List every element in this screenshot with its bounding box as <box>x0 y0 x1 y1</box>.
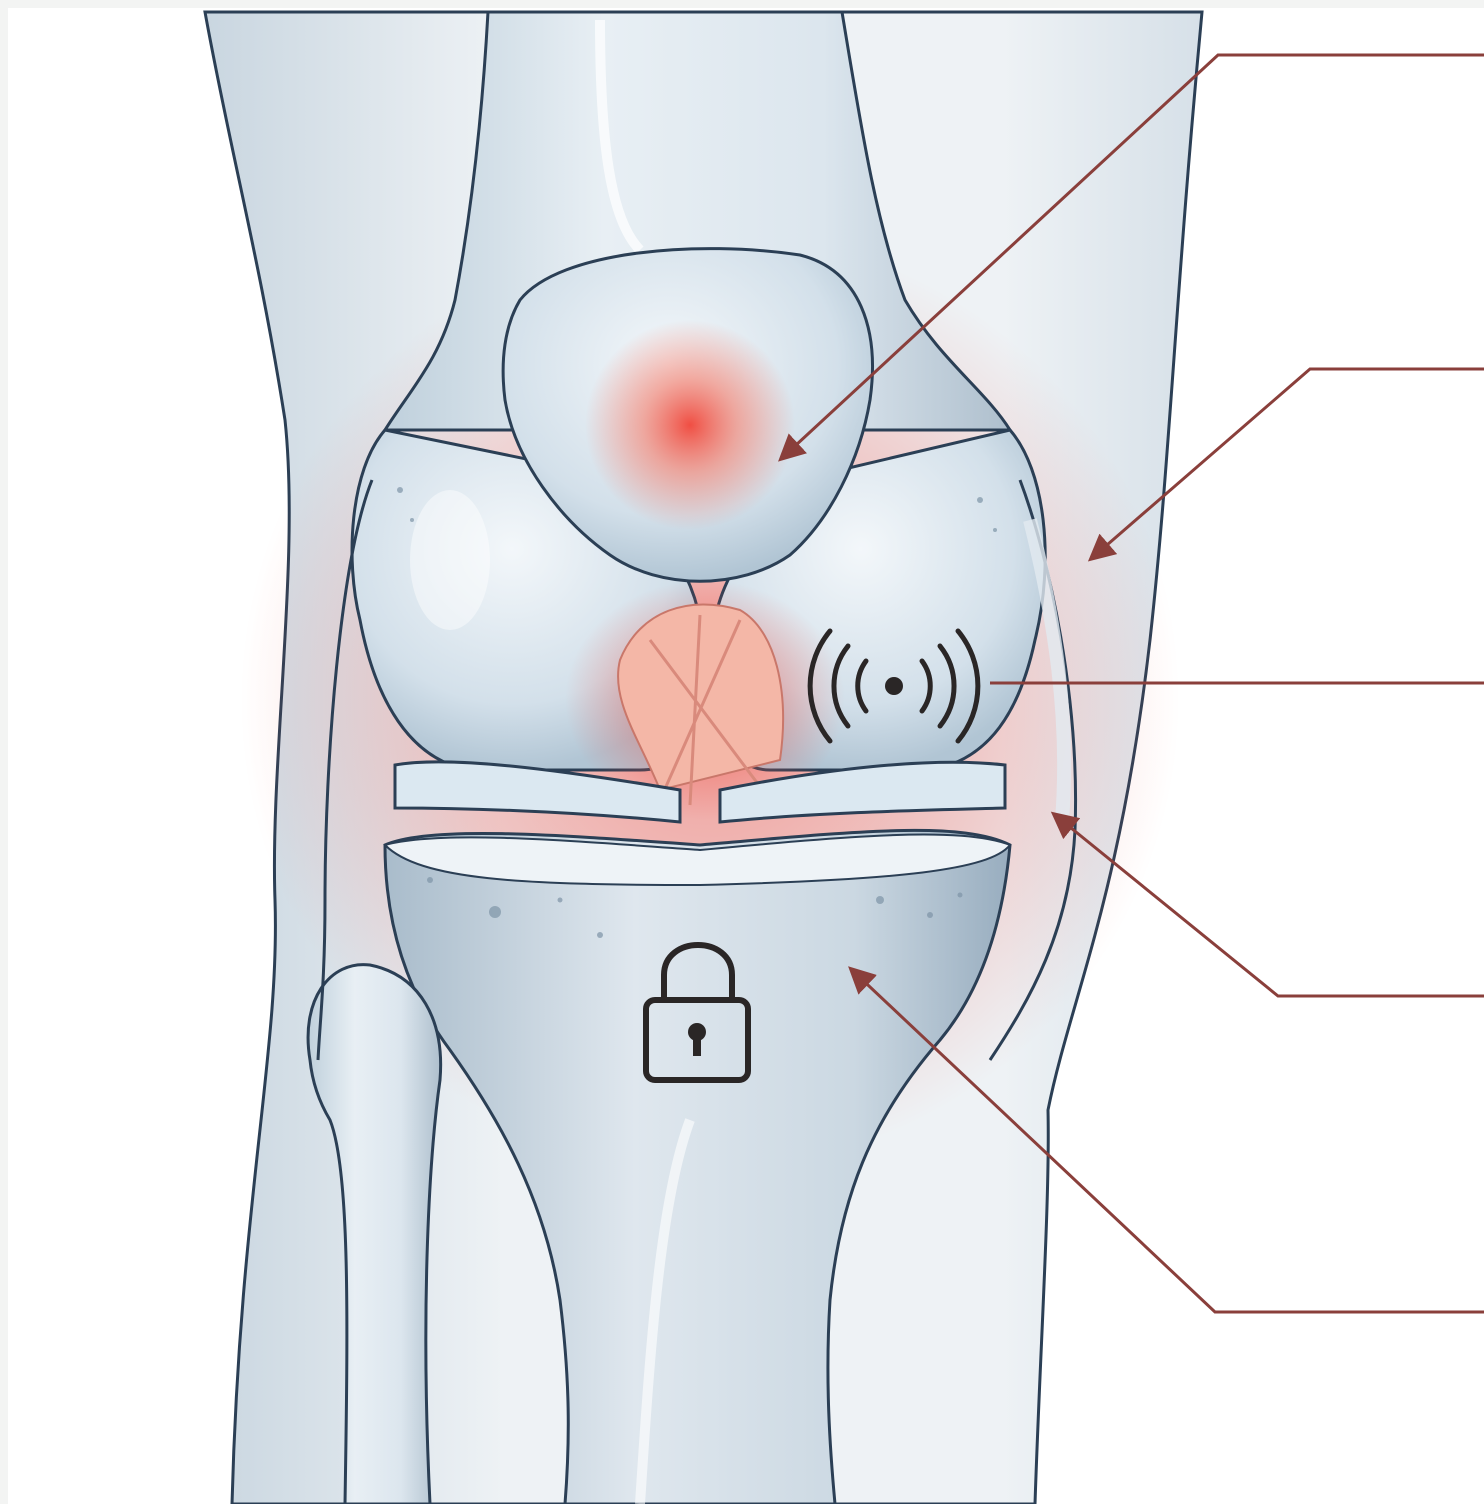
condyle-shine <box>410 490 490 630</box>
patella-inflammation <box>585 320 795 530</box>
